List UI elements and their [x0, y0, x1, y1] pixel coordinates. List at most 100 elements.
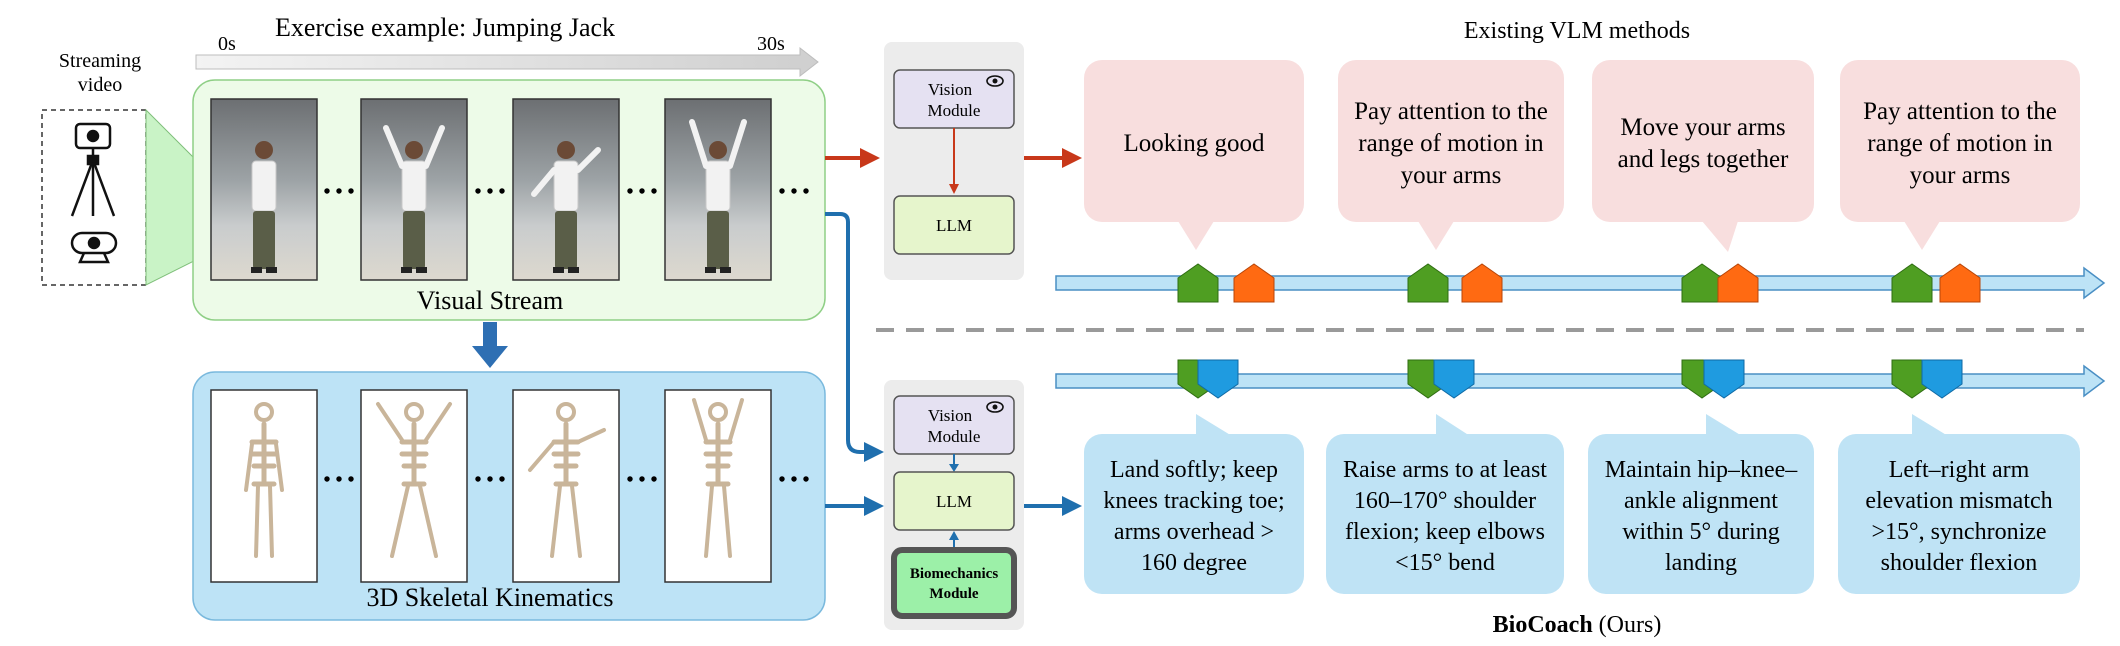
ours-bubble-2-line-1: Raise arms to at least: [1343, 457, 1547, 483]
ours-bubble-3-line-2: ankle alignment: [1624, 488, 1778, 514]
source-label-line1: Streaming: [59, 50, 141, 72]
video-frame-2: [360, 98, 468, 281]
vlm-vision-label-line2: Module: [928, 101, 981, 120]
skeletal-ellipsis-4: • • •: [778, 469, 809, 491]
ours-feedback-marker-2: [1433, 359, 1475, 399]
biomechanics-label-line2: Module: [929, 586, 979, 602]
ours-bubble-1-line-1: Land softly; keep: [1110, 457, 1278, 483]
ours-vision-label-line1: Vision: [928, 406, 973, 425]
existing-title: Existing VLM methods: [1464, 18, 1690, 44]
vlm-vision-label-line1: Vision: [928, 80, 973, 99]
existing-bubble-3: Move your arms and legs together: [1592, 60, 1814, 252]
ours-bubble-2-line-2: 160–170° shoulder: [1354, 488, 1536, 514]
existing-bubble-2-line-3: your arms: [1401, 162, 1502, 189]
tripod-camera-icon: [70, 122, 116, 217]
ours-bubble-4-line-1: Left–right arm: [1889, 457, 2030, 483]
vlm-llm-label: LLM: [936, 216, 972, 235]
ours-bubble-3: Maintain hip–knee– ankle alignment withi…: [1588, 414, 1814, 594]
biomechanics-module: [891, 547, 1017, 619]
existing-bubble-1-line: Looking good: [1124, 130, 1265, 157]
existing-feedback-marker-4: [1939, 263, 1981, 303]
existing-bubble-4-line-1: Pay attention to the: [1863, 98, 2057, 125]
ours-vision-to-llm-arrowhead: [949, 464, 959, 472]
projection-wedge: [145, 108, 197, 286]
video-frame-1: [210, 98, 318, 281]
existing-visual-marker-1: [1177, 263, 1219, 303]
video-frame-4: [664, 98, 772, 281]
visual-to-ours-connector: [825, 212, 884, 462]
vlm-llm-box: [893, 195, 1015, 255]
vlm-input-arrow: [825, 148, 880, 168]
skeletal-ellipsis-3: • • •: [626, 469, 657, 491]
ours-bubble-3-line-1: Maintain hip–knee–: [1605, 457, 1799, 483]
visual-stream-label: Visual Stream: [417, 286, 563, 315]
existing-bubble-3-line-2: and legs together: [1618, 146, 1789, 173]
skeletal-ellipsis-2: • • •: [474, 469, 505, 491]
timeline-arrow: [195, 46, 819, 78]
ours-bubble-3-line-4: landing: [1665, 550, 1737, 576]
existing-bubble-2-line-2: range of motion in: [1358, 130, 1544, 157]
ours-bubble-1: Land softly; keep knees tracking toe; ar…: [1084, 414, 1304, 594]
eye-icon: [986, 75, 1004, 87]
skeletal-ellipsis-1: • • •: [323, 469, 354, 491]
existing-visual-marker-3: [1681, 263, 1723, 303]
down-arrow-icon: [472, 322, 508, 368]
existing-bubble-1: Looking good: [1084, 60, 1304, 250]
skeleton-frame-2: [360, 389, 468, 583]
visual-ellipsis-2: • • •: [474, 181, 505, 203]
source-label-line2: video: [78, 74, 122, 96]
ours-title: BioCoach (Ours): [1493, 612, 1662, 638]
existing-feedback-marker-3: [1717, 263, 1759, 303]
ours-bubble-1-line-4: 160 degree: [1141, 550, 1247, 576]
ours-title-bold: BioCoach: [1493, 612, 1593, 638]
ours-llm-label: LLM: [936, 492, 972, 511]
existing-bubble-2-line-1: Pay attention to the: [1354, 98, 1548, 125]
existing-timeline-track: [1055, 266, 2106, 300]
ours-bubble-1-line-3: arms overhead >: [1114, 519, 1274, 545]
existing-markers: [1177, 263, 1981, 303]
timeline-end-label: 30s: [757, 33, 785, 55]
existing-visual-marker-2: [1407, 263, 1449, 303]
ours-feedback-marker-1: [1197, 359, 1239, 399]
skeletal-to-ours-arrow: [825, 496, 884, 516]
ours-bubble-1-line-2: knees tracking toe;: [1103, 488, 1284, 514]
existing-feedback-marker-2: [1461, 263, 1503, 303]
ours-feedback-marker-4: [1921, 359, 1963, 399]
ours-title-rest: (Ours): [1593, 612, 1662, 638]
visual-ellipsis-4: • • •: [778, 181, 809, 203]
ours-bubble-4: Left–right arm elevation mismatch >15°, …: [1838, 414, 2080, 594]
ours-output-arrow: [1024, 496, 1082, 516]
ours-bubble-2-line-4: <15° bend: [1395, 550, 1495, 576]
ours-bubble-3-line-3: within 5° during: [1622, 519, 1780, 545]
ours-bubble-4-line-3: >15°, synchronize: [1871, 519, 2046, 545]
bio-to-llm-arrowhead: [949, 531, 959, 540]
ours-vision-label-line2: Module: [928, 427, 981, 446]
existing-bubble-4: Pay attention to the range of motion in …: [1840, 60, 2080, 250]
ours-markers: [1177, 359, 1963, 399]
existing-bubble-2: Pay attention to the range of motion in …: [1338, 60, 1564, 250]
skeleton-frame-3: [512, 389, 620, 583]
timeline-title: Exercise example: Jumping Jack: [275, 13, 615, 42]
skeleton-frame-4: [664, 389, 772, 583]
ours-llm-box: [893, 471, 1015, 531]
visual-ellipsis-3: • • •: [626, 181, 657, 203]
existing-bubble-4-line-2: range of motion in: [1867, 130, 2053, 157]
existing-feedback-marker-1: [1233, 263, 1275, 303]
vlm-internal-arrowhead: [949, 184, 959, 194]
ours-feedback-marker-3: [1703, 359, 1745, 399]
existing-bubble-3-line-1: Move your arms: [1620, 114, 1785, 141]
ours-bubble-2-line-3: flexion; keep elbows: [1345, 519, 1545, 545]
vlm-output-arrow: [1024, 148, 1082, 168]
ours-bubble-2: Raise arms to at least 160–170° shoulder…: [1326, 414, 1564, 594]
video-frame-3: [512, 98, 620, 281]
timeline-start-label: 0s: [218, 33, 236, 55]
eye-icon: [986, 401, 1004, 413]
webcam-icon: [70, 231, 118, 264]
skeletal-label: 3D Skeletal Kinematics: [367, 583, 614, 612]
skeleton-frame-1: [210, 389, 318, 583]
ours-bubble-4-line-2: elevation mismatch: [1865, 488, 2052, 514]
visual-ellipsis-1: • • •: [323, 181, 354, 203]
biomechanics-label-line1: Biomechanics: [910, 566, 998, 582]
existing-visual-marker-4: [1891, 263, 1933, 303]
